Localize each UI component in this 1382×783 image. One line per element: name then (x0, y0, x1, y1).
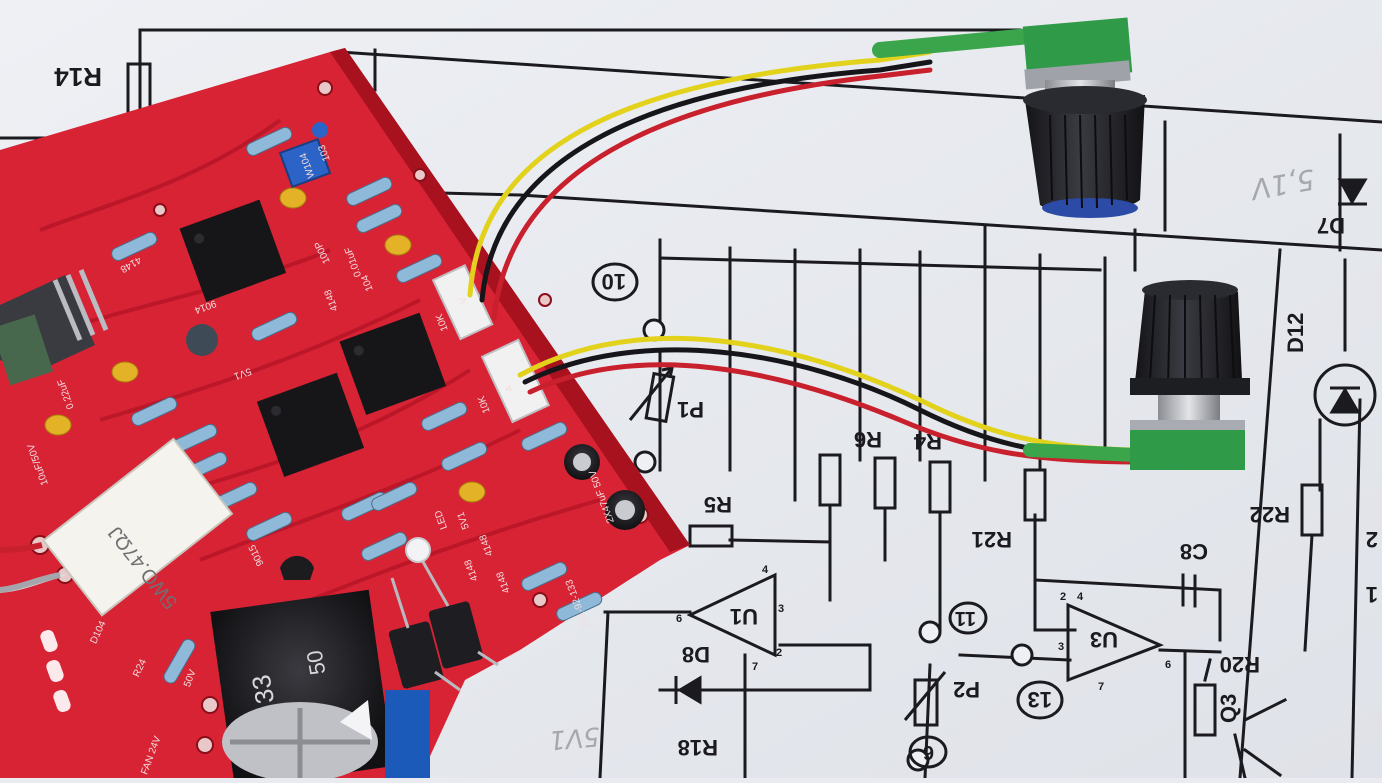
pcb-ceramic-caps (44, 187, 486, 503)
schematic-resistors (126, 62, 1324, 737)
power-resistor: 5WO.47ΩJ (42, 437, 234, 617)
label-r22: R22 (1250, 502, 1290, 527)
pin-number: 7 (1098, 681, 1104, 693)
label-r21: R21 (972, 527, 1012, 552)
resistor-symbol (688, 524, 734, 548)
pcb-trimmer: W104 (278, 122, 332, 189)
silk-label: V (457, 295, 470, 305)
schematic-pots (628, 366, 947, 727)
label-d12: D12 (1283, 313, 1308, 353)
label-q3: Q3 (1216, 694, 1241, 723)
resistor-symbol (873, 456, 897, 510)
net-numbers: 10 11 13 6 (591, 262, 1064, 769)
electrolytic-caps: 33 50 (210, 444, 645, 783)
net-label-6: 6 (923, 741, 934, 763)
ic-chip (339, 312, 447, 415)
potentiometer-bottom (1130, 280, 1250, 470)
pin-number: 2 (776, 647, 782, 659)
resistor-symbol (928, 460, 952, 514)
pin-number: 3 (778, 603, 784, 615)
pin-numbers: 4 3 2 6 7 4 2 3 6 7 (676, 564, 1171, 693)
pin-number: 2 (1060, 591, 1066, 603)
pin-number: 7 (752, 661, 758, 673)
edge-mark: 2 (1366, 527, 1378, 552)
diode-d7 (1337, 178, 1368, 206)
opamp-u3 (1066, 602, 1164, 683)
ic-chip (179, 199, 287, 302)
label-u3: U3 (1090, 627, 1118, 652)
opamp-u1 (686, 572, 777, 658)
label-r14: R14 (54, 62, 102, 92)
label-u1: U1 (730, 604, 758, 629)
schematic-labels: R14 R5 R6 R4 R21 R22 R20 R18 C8 D7 D8 D1… (54, 62, 1345, 760)
heatsink (0, 269, 109, 386)
diode-d12 (1329, 387, 1361, 414)
label-r18: R18 (678, 735, 718, 760)
diode-d12-circle (1313, 363, 1377, 427)
transistor-9015 (280, 555, 314, 580)
wire-bundle-top (467, 49, 933, 321)
potentiometer-top (1022, 17, 1147, 218)
net-label-13: 13 (1028, 687, 1052, 712)
heatshrink-top (872, 28, 1038, 58)
schematic-opamps (686, 572, 1164, 683)
label-r20: R20 (1220, 652, 1260, 677)
heatshrink-bottom (1023, 443, 1142, 462)
resistor-symbol (1300, 483, 1324, 537)
resistor-symbol (1023, 468, 1047, 522)
label-c8: C8 (1180, 539, 1208, 564)
led (405, 537, 431, 563)
pcb-resistors (111, 126, 603, 684)
pencil-note-5v1-lower: 5V1 (548, 720, 601, 754)
pin-number: 6 (1165, 659, 1171, 671)
resistor-symbol (818, 453, 842, 507)
pin-number: 3 (1058, 641, 1064, 653)
big-cap-label: 33 (246, 673, 281, 707)
resistor-symbol (1193, 683, 1217, 737)
net-label-10: 10 (602, 269, 626, 294)
ic-chip (256, 372, 365, 477)
connectors (0, 264, 551, 593)
label-p1: P1 (677, 397, 704, 422)
net-label-11: 11 (955, 607, 976, 629)
transistor-9014 (186, 324, 218, 356)
big-cap-label: 50 (302, 648, 331, 676)
pcb-ics (179, 199, 447, 477)
silk-label: A (503, 383, 516, 393)
label-r5: R5 (704, 492, 732, 517)
label-p2: P2 (953, 677, 980, 702)
diode-d8 (677, 675, 702, 705)
pcb-diodes (388, 559, 499, 692)
pin-number: 4 (762, 564, 769, 576)
pin-number: 4 (1077, 591, 1084, 603)
label-d7: D7 (1317, 213, 1345, 238)
pin-number: 6 (676, 613, 682, 625)
label-d8: D8 (682, 642, 710, 667)
schematic-diodes (674, 178, 1377, 705)
label-r6: R6 (854, 427, 882, 452)
edge-mark: 1 (1366, 582, 1378, 607)
